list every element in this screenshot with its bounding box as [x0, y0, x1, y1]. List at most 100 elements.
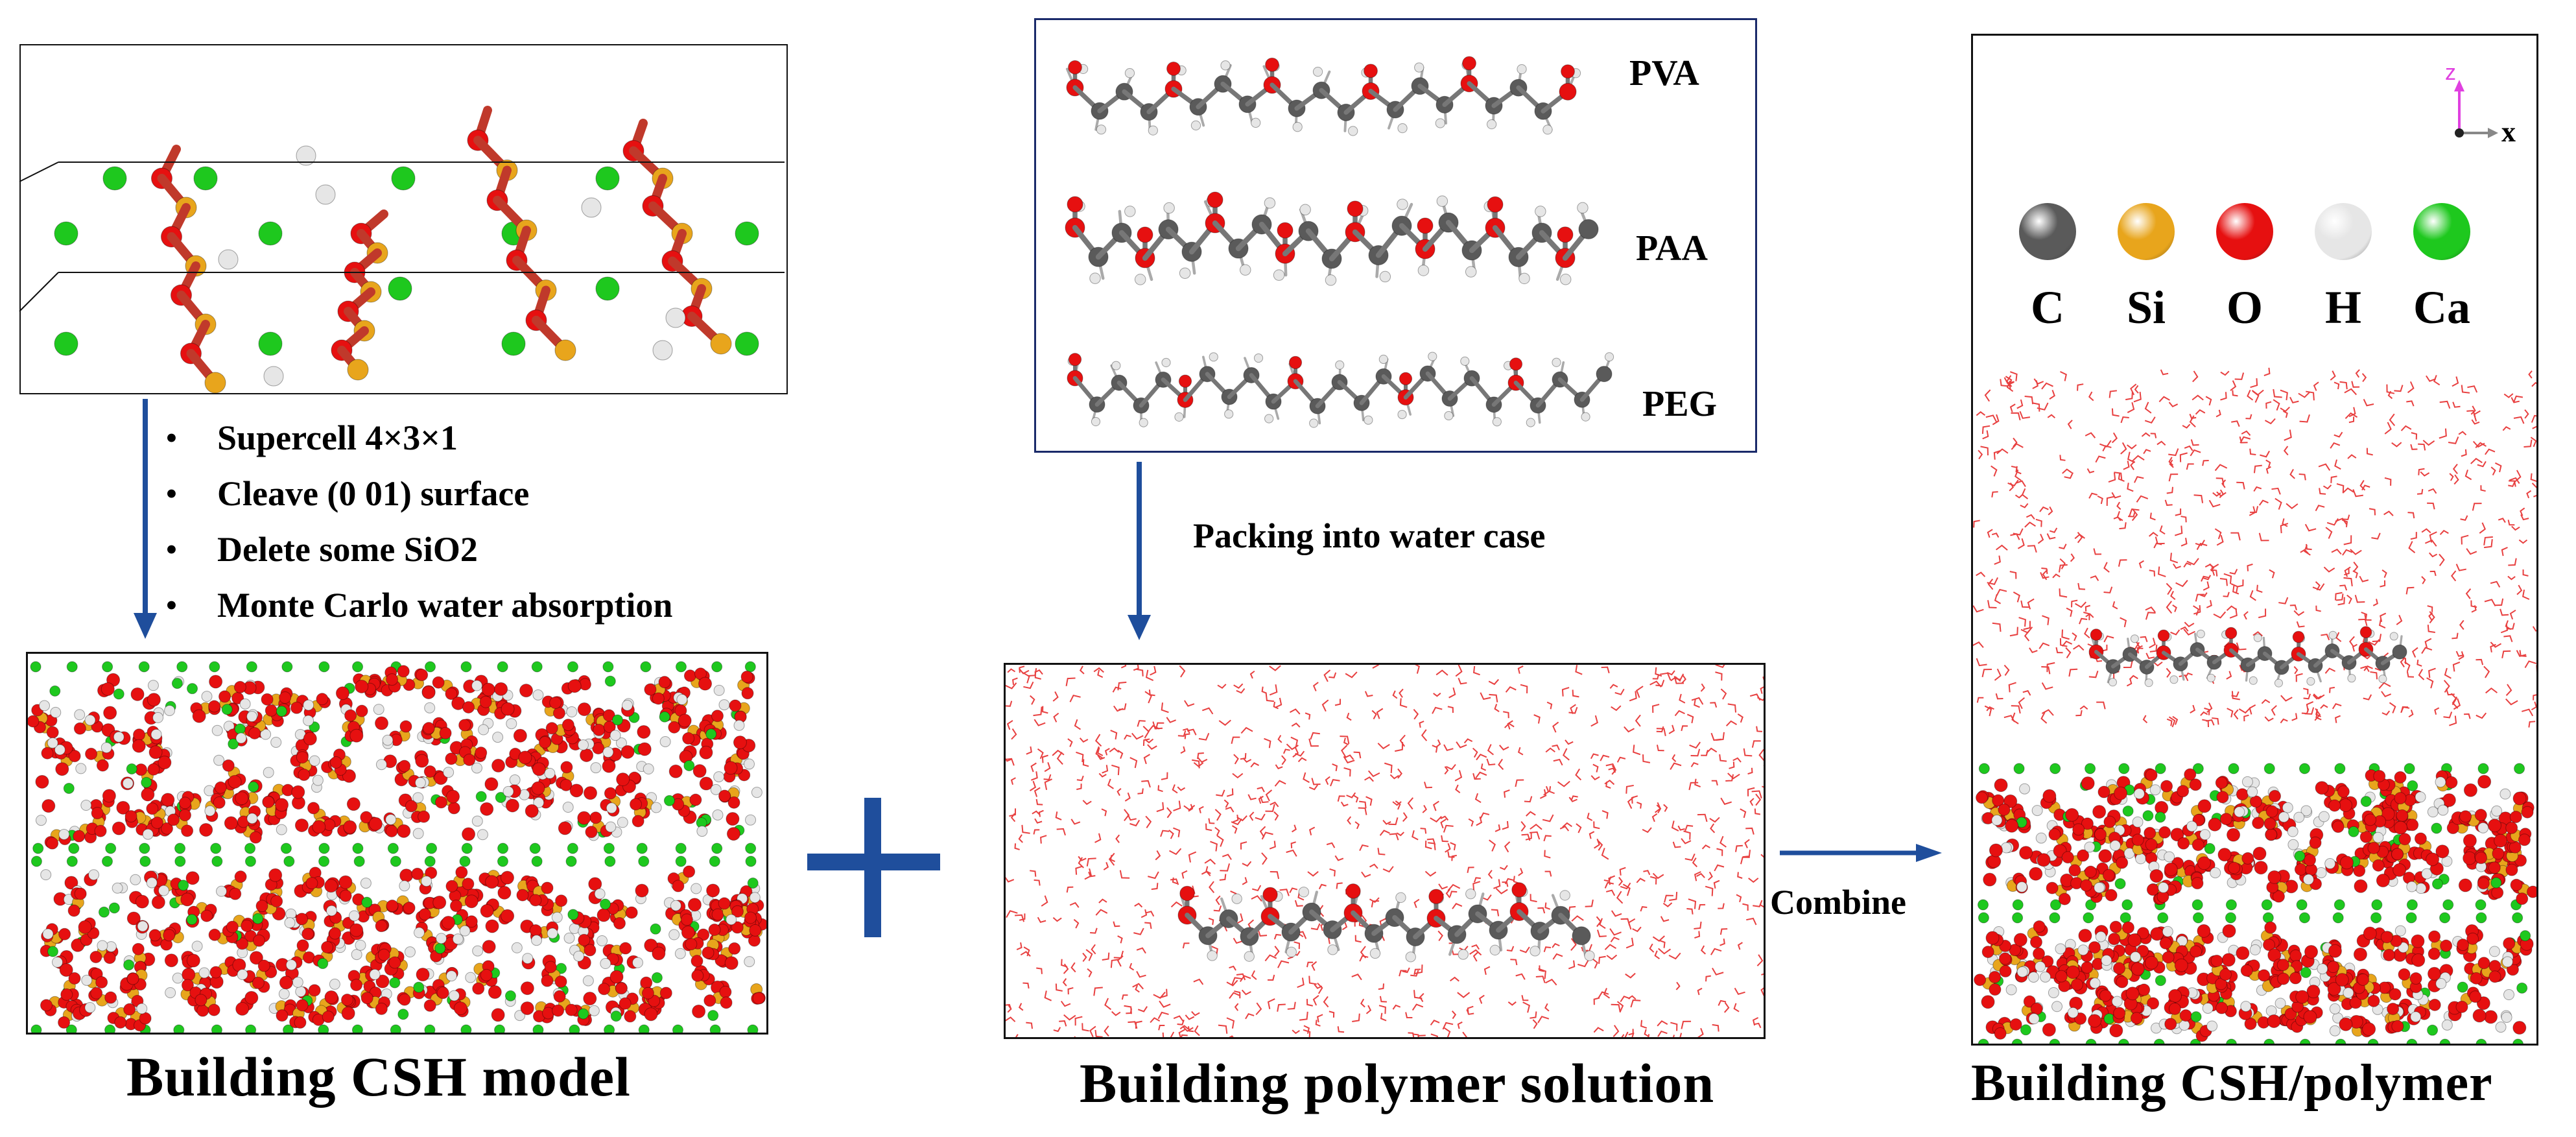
water-molecule — [2009, 371, 2018, 381]
water-molecule — [1282, 748, 1290, 754]
water-molecule — [2314, 708, 2321, 721]
oxygen-atom — [2521, 806, 2534, 819]
water-molecule — [1433, 692, 1441, 697]
water-molecule — [2103, 562, 2110, 573]
water-molecule — [1684, 824, 1694, 832]
water-molecule — [1410, 970, 1419, 977]
hydrogen-atom — [2495, 1022, 2507, 1033]
hydrogen-atom — [597, 935, 608, 946]
water-molecule — [1644, 1029, 1649, 1037]
water-molecule — [2429, 531, 2437, 543]
water-molecule — [1240, 753, 1247, 760]
water-molecule — [1980, 446, 1989, 456]
water-molecule — [2000, 379, 2008, 387]
water-molecule — [2166, 667, 2171, 678]
water-molecule — [2351, 381, 2360, 388]
water-molecule — [2265, 401, 2272, 409]
hydrogen-atom — [2089, 977, 2101, 989]
water-molecule — [1597, 839, 1603, 851]
water-molecule — [1713, 880, 1720, 889]
calcium-atom — [675, 661, 687, 673]
water-molecule — [2304, 707, 2315, 715]
water-molecule — [1760, 987, 1764, 996]
oxygen-atom — [248, 726, 261, 739]
oxygen-atom — [1998, 803, 2011, 816]
calcium-atom — [663, 795, 675, 806]
oxygen-atom — [1998, 952, 2011, 965]
oxygen-atom — [335, 686, 349, 700]
water-molecule — [1097, 747, 1104, 756]
water-molecule — [2453, 474, 2459, 485]
oxygen-atom — [294, 1016, 307, 1029]
water-molecule — [2335, 593, 2344, 601]
water-molecule — [2439, 529, 2449, 535]
oxygen-atom — [2174, 958, 2188, 972]
water-molecule — [2348, 416, 2355, 424]
calcium-atom — [705, 728, 717, 740]
water-molecule — [1023, 681, 1034, 689]
water-molecule — [2126, 678, 2133, 687]
calcium-atom — [388, 276, 412, 301]
water-molecule — [2138, 560, 2144, 569]
water-molecule — [2344, 566, 2351, 577]
hydrogen-atom — [2016, 966, 2028, 977]
water-molecule — [1487, 870, 1493, 880]
water-molecule — [2349, 636, 2355, 648]
oxygen-atom — [2463, 851, 2477, 865]
oxygen-atom — [2354, 879, 2368, 893]
carbon-atom — [1578, 219, 1599, 239]
water-molecule — [1710, 702, 1718, 708]
caption-csh-model: Building CSH model — [126, 1046, 631, 1108]
water-molecule — [1517, 665, 1524, 674]
hydrogen-atom — [1577, 202, 1589, 214]
oxygen-atom — [2252, 817, 2265, 830]
water-molecule — [1987, 579, 1994, 590]
water-molecule — [1354, 821, 1360, 830]
water-molecule — [1609, 684, 1618, 689]
oxygen-atom — [2099, 989, 2112, 1002]
water-molecule — [1012, 677, 1018, 685]
oxygen-atom — [726, 812, 740, 826]
water-molecule — [1076, 775, 1084, 782]
water-molecule — [2509, 477, 2520, 485]
water-molecule — [2479, 522, 2487, 534]
oxygen-atom — [405, 800, 418, 813]
water-molecule — [1079, 737, 1089, 743]
water-molecule — [2150, 433, 2157, 438]
oxygen-atom — [2121, 921, 2134, 934]
water-molecule — [1145, 815, 1152, 828]
water-molecule — [2195, 540, 2205, 547]
water-molecule — [1648, 1034, 1650, 1037]
oxygen-atom — [2512, 791, 2527, 806]
oxygen-atom — [2373, 770, 2386, 783]
oxygen-atom — [613, 917, 626, 930]
carbon-atom — [1596, 366, 1613, 383]
oxygen-atom — [699, 745, 713, 760]
water-molecule — [1733, 1003, 1740, 1012]
water-molecule — [2127, 444, 2137, 449]
hydrogen-atom — [146, 877, 158, 889]
water-molecule — [1178, 1028, 1187, 1037]
water-molecule — [1593, 821, 1600, 830]
water-molecule — [2060, 371, 2067, 381]
hydrogen-atom — [2199, 829, 2211, 841]
oxygen-atom — [706, 883, 720, 898]
water-molecule — [1598, 955, 1606, 964]
hydrogen-atom — [2162, 926, 2173, 937]
oxygen-atom — [270, 895, 283, 908]
calcium-atom — [413, 981, 425, 993]
water-molecule — [1533, 714, 1541, 724]
calcium-atom — [460, 661, 472, 673]
oxygen-atom — [301, 928, 314, 940]
water-molecule — [2119, 522, 2127, 530]
water-molecule — [1732, 757, 1742, 763]
water-molecule — [2252, 631, 2263, 637]
oxygen-atom — [2084, 865, 2097, 878]
water-molecule — [1498, 758, 1504, 771]
oxygen-atom — [2131, 833, 2144, 846]
hydrogen-atom — [424, 702, 436, 713]
hydrogen-atom — [751, 787, 762, 798]
water-molecule — [1635, 714, 1641, 727]
oxygen-atom — [2367, 994, 2380, 1007]
calcium-atom — [595, 166, 620, 191]
